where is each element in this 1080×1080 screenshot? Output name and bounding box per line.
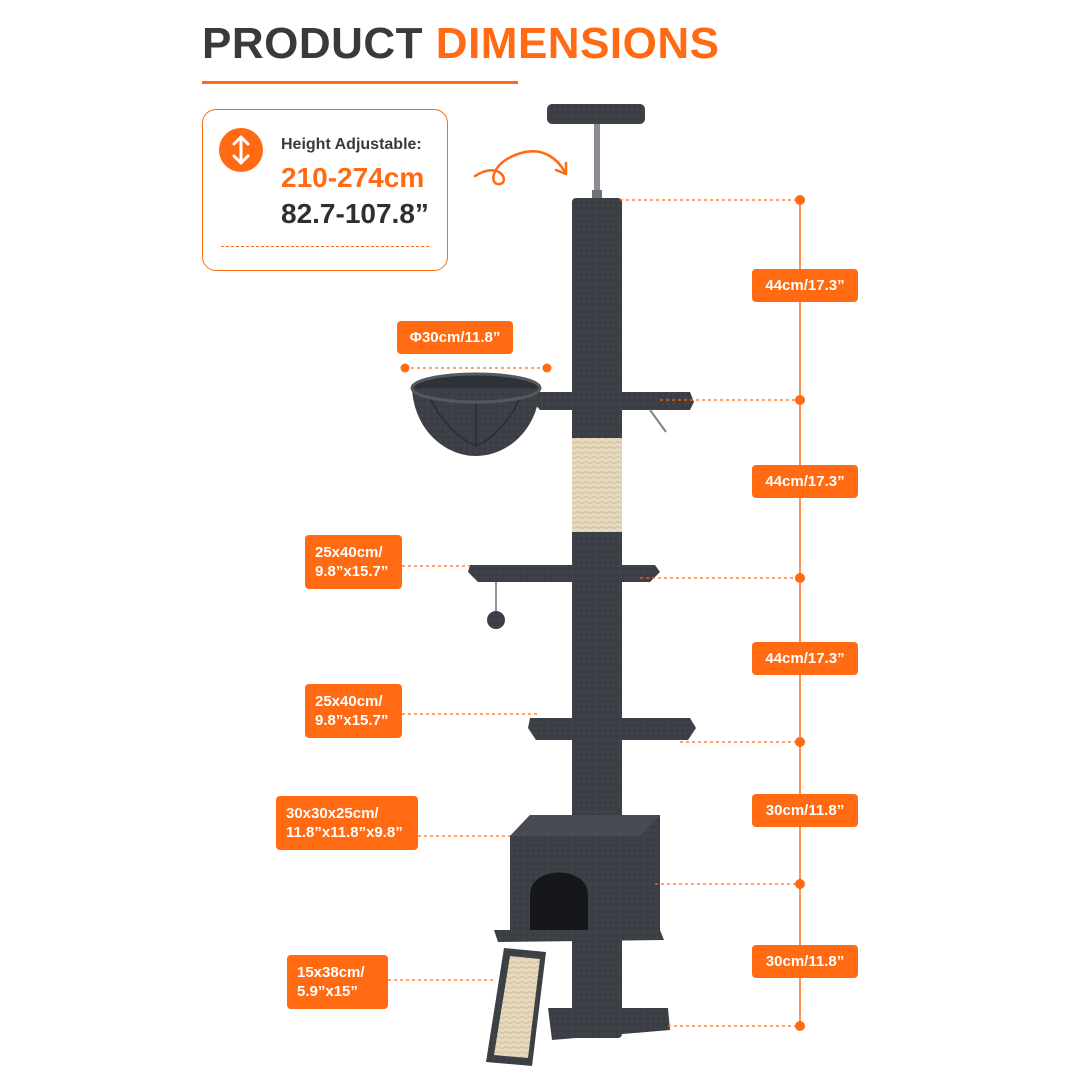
scratch-ramp — [486, 948, 546, 1066]
basket-platform — [533, 392, 694, 433]
upper-platform — [468, 565, 660, 629]
hanging-pom-ball — [487, 611, 505, 629]
vertical-dimension-line — [620, 195, 805, 1031]
condo-size-tag: 30x30x25cm/ 11.8”x11.8”x9.8” — [276, 796, 418, 850]
base-board — [548, 1008, 670, 1040]
height-label: Height Adjustable: — [281, 136, 422, 153]
condo-box — [494, 815, 664, 942]
lower-platform — [528, 718, 696, 740]
dimension-tag-4: 30cm/11.8” — [752, 794, 858, 827]
dimension-tag-3: 44cm/17.3” — [752, 642, 858, 675]
height-range-in: 82.7-107.8” — [281, 198, 429, 229]
part-leader-lines — [388, 565, 540, 981]
hammock-basket — [410, 372, 542, 456]
dimension-tag-5: 30cm/11.8” — [752, 945, 858, 978]
top-ceiling-pad — [547, 104, 645, 200]
lower-platform-size-tag: 25x40cm/ 9.8”x15.7” — [305, 684, 402, 738]
dimension-tag-1: 44cm/17.3” — [752, 269, 858, 302]
sisal-scratch-section — [572, 438, 622, 532]
info-divider — [221, 246, 429, 247]
page-title: PRODUCT DIMENSIONS — [202, 22, 720, 66]
basket-size-tag: Φ30cm/11.8” — [397, 321, 513, 354]
curved-arrow-icon — [473, 149, 568, 186]
basket-diameter-marker — [400, 363, 552, 373]
title-part-product: PRODUCT — [202, 19, 424, 68]
title-part-dimensions: DIMENSIONS — [435, 19, 720, 68]
title-underline — [202, 81, 518, 84]
height-info-box: Height Adjustable: 210-274cm 82.7-107.8” — [202, 109, 448, 271]
ramp-size-tag: 15x38cm/ 5.9”x15” — [287, 955, 388, 1009]
vertical-arrows-icon — [219, 128, 263, 172]
upper-platform-size-tag: 25x40cm/ 9.8”x15.7” — [305, 535, 402, 589]
dimension-tag-2: 44cm/17.3” — [752, 465, 858, 498]
height-range-cm: 210-274cm — [281, 162, 425, 193]
